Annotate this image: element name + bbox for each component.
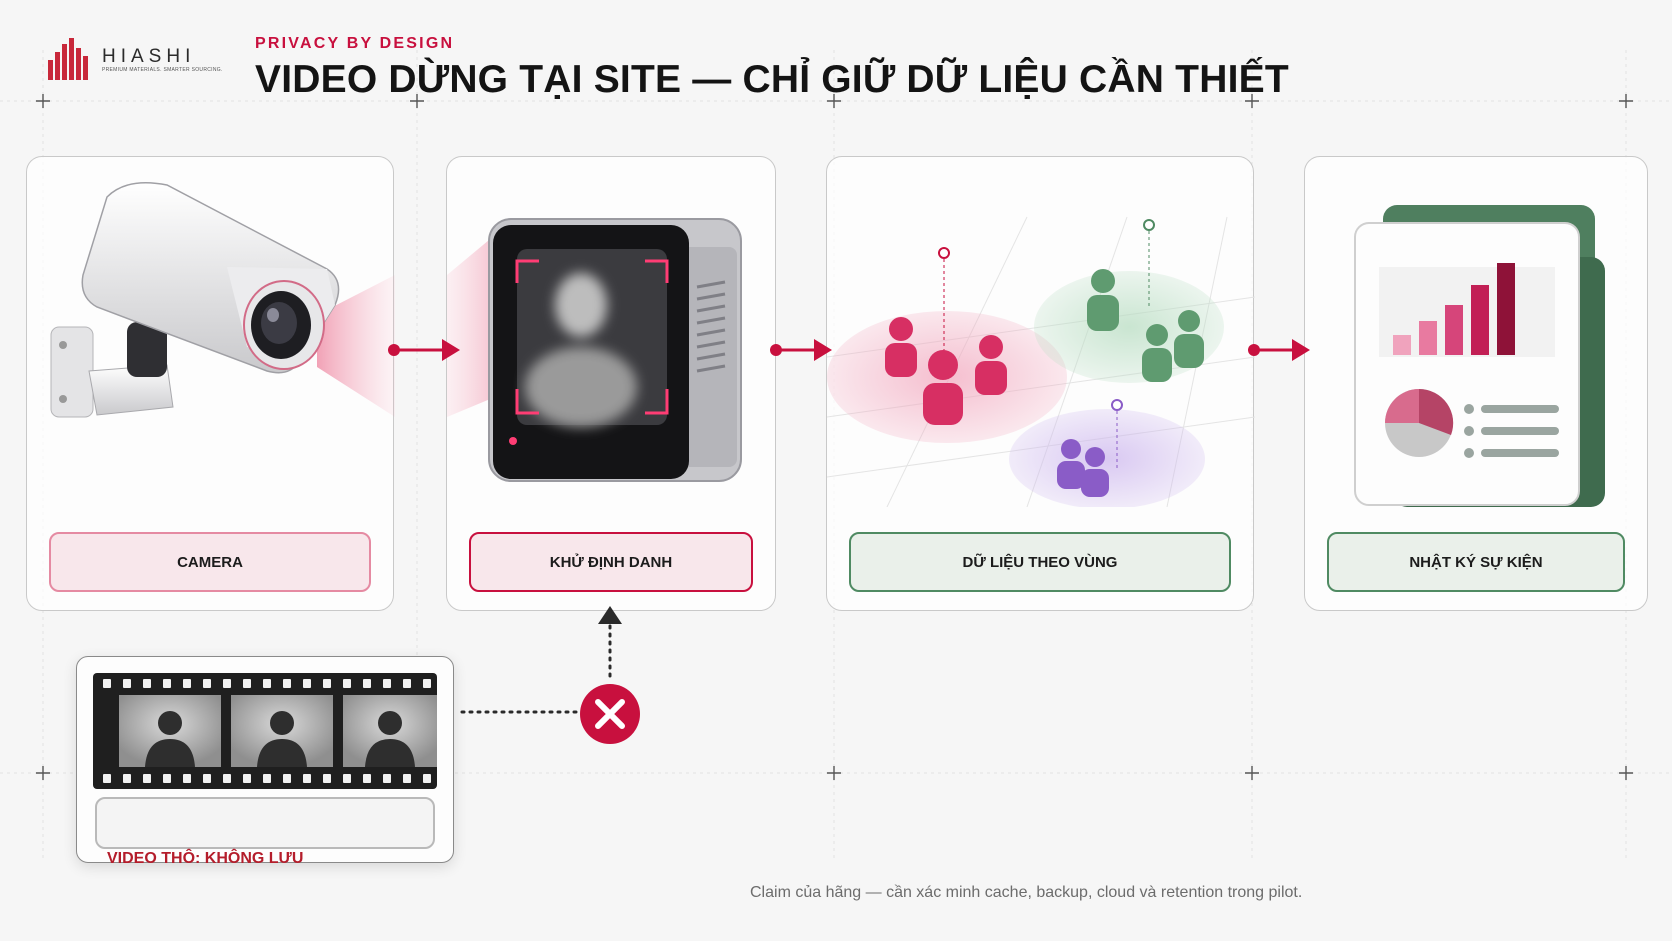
raw-video-panel [76,656,454,863]
step-label-deidentify: KHỬ ĐỊNH DANH [469,532,753,592]
step-card-event-log: NHẬT KÝ SỰ KIỆN [1304,156,1648,611]
step-card-camera: CAMERA [26,156,395,611]
arrow-right-icon [1248,339,1310,361]
step-label-event-log: NHẬT KÝ SỰ KIỆN [1327,532,1625,592]
step-label-zone-data: DỮ LIỆU THEO VÙNG [849,532,1231,592]
arrow-right-icon [388,339,460,361]
step-card-deidentify: KHỬ ĐỊNH DANH [446,156,776,611]
blocked-path-connector [460,606,622,714]
step-label-camera: CAMERA [49,532,371,592]
step-card-zone-data: DỮ LIỆU THEO VÙNG [826,156,1255,611]
edge-device-blurred-face-icon [447,218,742,482]
page-title: VIDEO DỪNG TẠI SITE — CHỈ GIỮ DỮ LIỆU CẦ… [255,58,1289,101]
security-camera-icon [50,182,395,418]
report-chart-document-icon [1354,205,1605,507]
raw-video-field [95,797,435,849]
arrow-right-icon [770,339,832,361]
crosshair-marks [36,94,1633,780]
brand-name: HIASHI [102,46,196,67]
brand-tagline: PREMIUM MATERIALS. SMARTER SOURCING. [102,67,223,73]
x-circle-icon [580,684,640,744]
zone-people-heatmap-icon [827,216,1255,507]
logo-bars-icon [48,38,88,80]
film-strip-icon [93,673,437,789]
footnote: Claim của hãng — cần xác minh cache, bac… [750,884,1303,901]
brand-logo: HIASHI PREMIUM MATERIALS. SMARTER SOURCI… [46,38,223,82]
eyebrow-label: PRIVACY BY DESIGN [255,35,455,52]
raw-video-label: VIDEO THÔ: KHÔNG LƯU [107,850,304,867]
